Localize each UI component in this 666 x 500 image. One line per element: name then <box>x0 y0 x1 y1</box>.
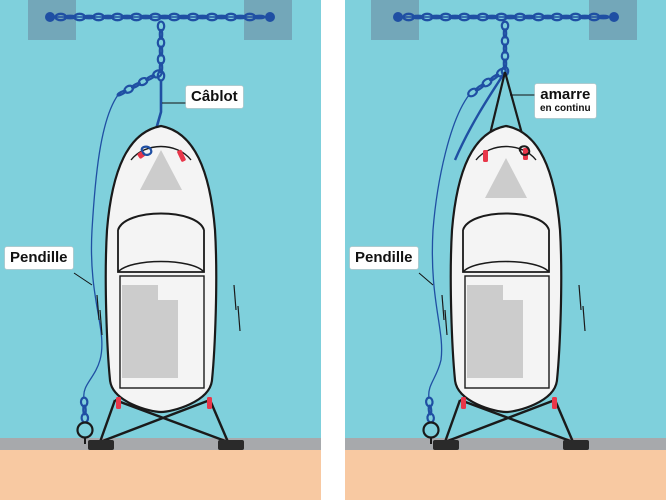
cabin-top <box>117 230 205 273</box>
cabin-roof <box>462 260 550 273</box>
ground-area <box>0 450 321 500</box>
right-mooring-illustration <box>345 0 666 500</box>
bow-knot <box>518 145 531 156</box>
cradle-foot-left <box>88 440 114 450</box>
continuous-blue-line <box>453 71 507 161</box>
windshield <box>462 212 550 231</box>
chain-anchor-right <box>265 12 275 22</box>
cabin-roof <box>117 260 205 273</box>
chain-anchor-left <box>393 12 403 22</box>
bow-cleat-right <box>177 149 186 162</box>
bow-cleat-left <box>483 150 488 162</box>
stern-cleat-left <box>461 397 466 409</box>
stern-cleat-left <box>116 397 121 409</box>
right-mooring-panel: amarre en continu Pendille <box>345 0 666 500</box>
cradle-foot-right <box>563 440 589 450</box>
cradle-foot-left <box>433 440 459 450</box>
cradle-foot-right <box>218 440 244 450</box>
ground-area <box>345 450 666 500</box>
bow-knot <box>140 145 153 156</box>
motion-marks <box>441 284 586 336</box>
pendille-label: Pendille <box>5 247 73 269</box>
motion-marks <box>96 284 241 336</box>
chain-link <box>597 14 610 20</box>
quay-edge <box>345 438 666 450</box>
bow-trim <box>130 145 192 161</box>
pendille-leader <box>73 272 93 286</box>
pendille-label: Pendille <box>350 247 418 269</box>
ring-icon <box>76 421 94 439</box>
amarre-label-line2: en continu <box>540 103 591 114</box>
pendille-line <box>83 94 119 399</box>
pendille-leader <box>418 272 434 286</box>
cockpit <box>122 285 178 378</box>
amarre-label-line1: amarre <box>540 86 591 103</box>
chain-anchor-left <box>45 12 55 22</box>
left-mooring-illustration <box>0 0 321 500</box>
cockpit-outline <box>464 275 550 389</box>
stern-cleat-right <box>552 397 557 409</box>
boat-cradle <box>98 398 230 444</box>
ring-icon <box>422 421 440 439</box>
quay-edge <box>0 438 321 450</box>
boat-cradle <box>443 398 575 444</box>
chain-icon <box>402 12 610 22</box>
cockpit <box>467 285 523 378</box>
bow-trim <box>475 145 537 161</box>
amarre-label: amarre en continu <box>535 84 596 118</box>
chain-icon <box>116 69 163 97</box>
chain-icon <box>50 12 270 22</box>
chain-link <box>252 14 266 20</box>
cablot-label: Câblot <box>186 86 243 108</box>
windshield <box>117 212 205 231</box>
stern-cleat-right <box>207 397 212 409</box>
pendille-line <box>428 94 470 399</box>
cabin-top <box>462 230 550 273</box>
cockpit-outline <box>119 275 205 389</box>
bow-deck <box>140 150 182 190</box>
chain-anchor-right <box>609 12 619 22</box>
left-mooring-panel: Câblot Pendille <box>0 0 321 500</box>
bow-deck <box>485 158 527 198</box>
